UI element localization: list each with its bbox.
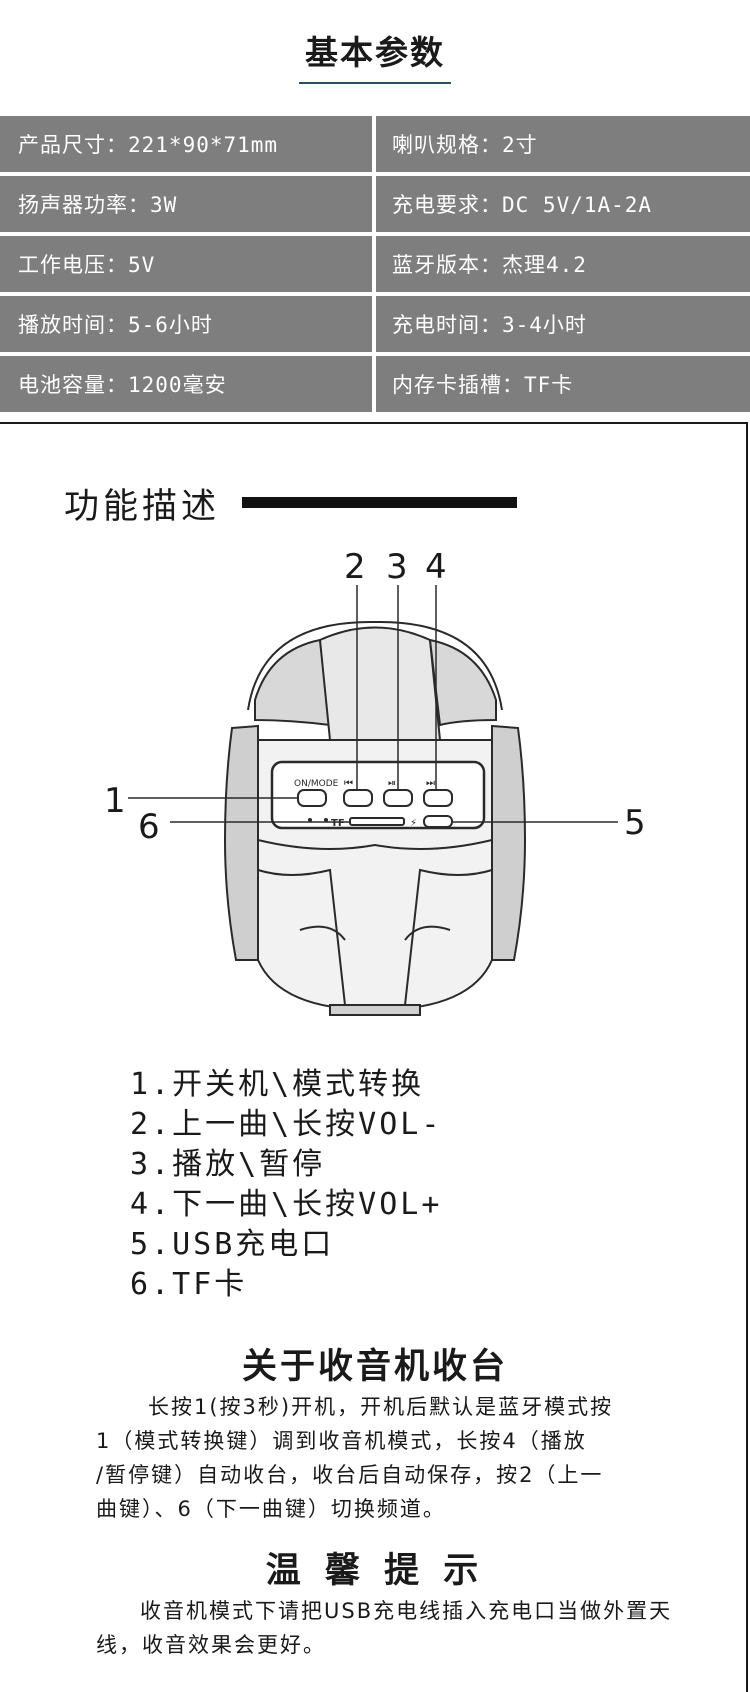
callout-1: 1 bbox=[104, 781, 126, 821]
charge-icon: ⚡ bbox=[410, 818, 417, 829]
radio-line: /暂停键）自动收台，收台后自动保存，按2（上一 bbox=[96, 1463, 604, 1487]
callout-2: 2 bbox=[344, 547, 366, 587]
prev-button bbox=[343, 789, 373, 807]
prev-icon: ⏮ bbox=[344, 778, 353, 789]
play-pause-icon: ⏯ bbox=[388, 778, 396, 789]
callout-4: 4 bbox=[425, 547, 447, 587]
radio-title: 关于收音机收台 bbox=[241, 1347, 508, 1387]
param-charge-req: 充电要求：DC 5V/1A-2A bbox=[376, 176, 750, 232]
params-table: 产品尺寸：221*90*71mm 喇叭规格：2寸 扬声器功率：3W 充电要求：D… bbox=[0, 116, 750, 416]
function-section-frame bbox=[0, 422, 748, 1692]
param-voltage: 工作电压：5V bbox=[0, 236, 372, 292]
usb-port bbox=[423, 815, 453, 828]
next-button bbox=[423, 789, 453, 807]
mode-button bbox=[297, 789, 327, 807]
tips-text: 收音机模式下请把USB充电线插入充电口当做外置天 线，收音效果会更好。 bbox=[96, 1594, 676, 1662]
tips-title: 温 馨 提 示 bbox=[265, 1551, 485, 1591]
functions-title: 功能描述 bbox=[64, 487, 221, 527]
params-row: 扬声器功率：3W 充电要求：DC 5V/1A-2A bbox=[0, 176, 750, 232]
param-size: 产品尺寸：221*90*71mm bbox=[0, 116, 372, 172]
basic-params-heading: 基本参数 bbox=[0, 26, 750, 84]
list-item: 5.USB充电口 bbox=[130, 1227, 335, 1262]
basic-params-title: 基本参数 bbox=[299, 26, 451, 84]
radio-line: 1（模式转换键）调到收音机模式，长按4（播放 bbox=[96, 1429, 587, 1453]
params-row: 电池容量：1200毫安 内存卡插槽：TF卡 bbox=[0, 356, 750, 412]
param-battery: 电池容量：1200毫安 bbox=[0, 356, 372, 412]
radio-line: 长按1(按3秒)开机，开机后默认是蓝牙模式按 bbox=[148, 1395, 614, 1419]
param-power: 扬声器功率：3W bbox=[0, 176, 372, 232]
speaker-diagram: ON/MODE TF ⏮ ⏯ ⏭ ⚡ 1 2 3 4 5 6 bbox=[104, 547, 646, 1016]
play-button bbox=[383, 789, 413, 807]
mode-label: ON/MODE bbox=[294, 779, 339, 789]
tf-label: TF bbox=[331, 818, 345, 829]
callout-3: 3 bbox=[386, 547, 408, 587]
title-decor-bar bbox=[242, 497, 517, 508]
params-row: 播放时间：5-6小时 充电时间：3-4小时 bbox=[0, 296, 750, 352]
tf-slot bbox=[349, 817, 405, 826]
tips-line: 收音机模式下请把USB充电线插入充电口当做外置天 bbox=[140, 1599, 673, 1623]
callout-5: 5 bbox=[624, 803, 646, 843]
param-play-time: 播放时间：5-6小时 bbox=[0, 296, 372, 352]
list-item: 6.TF卡 bbox=[130, 1267, 248, 1302]
list-item: 4.下一曲\长按VOL+ bbox=[130, 1187, 443, 1222]
next-icon: ⏭ bbox=[426, 778, 435, 789]
list-item: 3.播放\暂停 bbox=[130, 1147, 326, 1182]
speaker-head-outline bbox=[247, 620, 503, 711]
control-panel bbox=[270, 760, 486, 830]
callout-6: 6 bbox=[138, 807, 160, 847]
param-tf-slot: 内存卡插槽：TF卡 bbox=[376, 356, 750, 412]
tips-line: 线，收音效果会更好。 bbox=[96, 1633, 326, 1657]
params-row: 工作电压：5V 蓝牙版本：杰理4.2 bbox=[0, 236, 750, 292]
param-charge-time: 充电时间：3-4小时 bbox=[376, 296, 750, 352]
radio-line: 曲键）、6（下一曲键）切换频道。 bbox=[96, 1497, 446, 1521]
param-bluetooth: 蓝牙版本：杰理4.2 bbox=[376, 236, 750, 292]
params-row: 产品尺寸：221*90*71mm 喇叭规格：2寸 bbox=[0, 116, 750, 172]
param-speaker-spec: 喇叭规格：2寸 bbox=[376, 116, 750, 172]
list-item: 1.开关机\模式转换 bbox=[130, 1067, 425, 1102]
radio-instructions: 长按1(按3秒)开机，开机后默认是蓝牙模式按 1（模式转换键）调到收音机模式，长… bbox=[96, 1390, 676, 1526]
list-item: 2.上一曲\长按VOL- bbox=[130, 1107, 443, 1142]
feature-list: 1.开关机\模式转换 2.上一曲\长按VOL- 3.播放\暂停 4.下一曲\长按… bbox=[130, 1065, 442, 1305]
